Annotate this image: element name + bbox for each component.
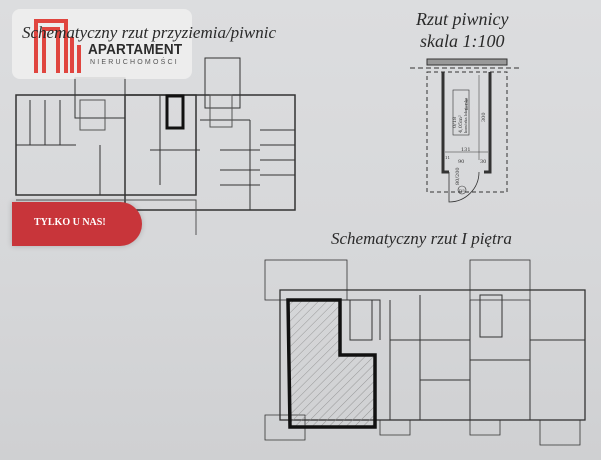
agency-logo: APARTAMENT NIERUCHOMOŚCI [12, 9, 192, 79]
dim-length: 300 [481, 112, 487, 122]
exclusive-badge: TYLKO U NAS! [12, 202, 142, 246]
basement-title-text: Rzut piwnicy [416, 9, 509, 29]
dim-door: 90 [458, 159, 464, 165]
room-name: komórka lokatorska [463, 98, 468, 133]
logo-brand: APARTAMENT [88, 41, 183, 58]
first-floor-title: Schematyczny rzut I piętra [331, 229, 512, 248]
highlighted-storage-room [165, 94, 185, 130]
dim-width: 131 [461, 147, 471, 153]
dim-side: 30 [480, 159, 486, 165]
dim-small: 11 [445, 155, 450, 160]
room-floor: beton [464, 98, 469, 110]
door-type: D5 [459, 188, 465, 193]
basement-title: Rzut piwnicy skala 1:100 [416, 8, 509, 52]
exclusive-badge-label: TYLKO U NAS! [34, 217, 106, 228]
ground-floor-title: Schematyczny rzut przyziemia/piwnic [22, 23, 277, 42]
door-size: 80/200 [455, 167, 461, 185]
room-number: 0/18 [452, 117, 458, 128]
first-floor-plan [264, 259, 586, 446]
basement-unit-plan [410, 58, 522, 203]
basement-scale: skala 1:100 [420, 31, 505, 51]
highlighted-apartment [286, 298, 377, 429]
room-area: 4,05m² [458, 115, 464, 133]
logo-subtitle: NIERUCHOMOŚCI [90, 59, 179, 66]
logo-mark-icon [34, 19, 81, 73]
